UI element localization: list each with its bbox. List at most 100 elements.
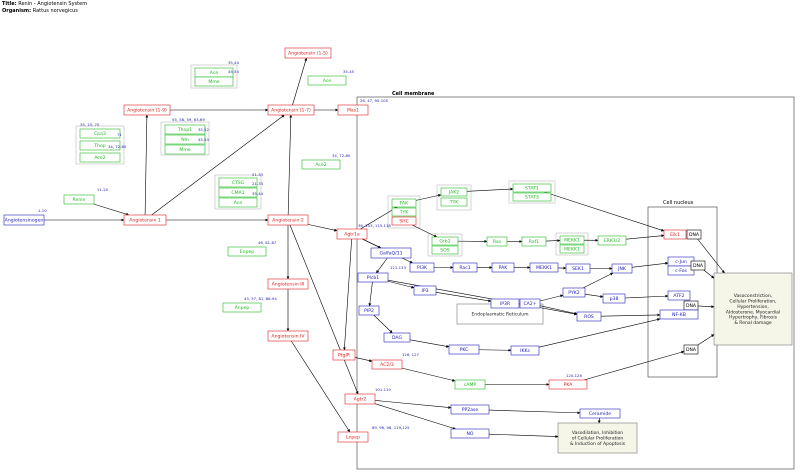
- node-ace_c[interactable]: Ace: [218, 197, 258, 208]
- node-thop1[interactable]: Thop1: [164, 124, 206, 135]
- node-ip3[interactable]: IP3: [413, 285, 437, 296]
- node-gnaq[interactable]: GalfaQ/11: [370, 247, 412, 259]
- node-cma1[interactable]: CMA1: [218, 187, 258, 198]
- node-erk12[interactable]: ERK1/2: [597, 235, 627, 246]
- info-box-text: of Cellular Proliferation: [572, 436, 624, 442]
- node-angiotensinogen[interactable]: Angiotensinogen: [3, 214, 45, 226]
- edge-ca2-ros: [539, 305, 578, 315]
- node-agtr1a[interactable]: Agtr1a: [336, 228, 368, 240]
- node-label: Lnpep: [346, 435, 360, 441]
- node-ptgir[interactable]: PtgIR: [332, 349, 356, 361]
- node-ang2[interactable]: Angiotensin 2: [267, 214, 309, 226]
- node-box: [490, 298, 520, 309]
- node-box: [79, 140, 121, 151]
- node-dna4[interactable]: DNA: [683, 344, 699, 355]
- edge-ang2-agtr1a: [307, 224, 338, 232]
- node-rac1[interactable]: Rac1: [452, 262, 478, 273]
- node-cjun[interactable]: c-Jun: [667, 256, 695, 267]
- node-raf1[interactable]: Raf1: [521, 236, 547, 247]
- node-jak2[interactable]: JAK2: [440, 187, 468, 197]
- node-pkc[interactable]: PKC: [448, 344, 480, 355]
- node-label: Renin: [73, 197, 86, 203]
- node-mme_b[interactable]: Mme: [164, 144, 206, 155]
- node-anpep[interactable]: Anpep: [222, 302, 262, 313]
- node-ang19[interactable]: Angiotensin (1-9): [123, 104, 171, 116]
- node-box: [450, 404, 490, 415]
- node-label: PAK: [499, 265, 509, 271]
- node-pak[interactable]: PAK: [491, 262, 515, 273]
- node-label: CMA1: [231, 190, 244, 196]
- node-stat3[interactable]: STAT3: [512, 192, 552, 202]
- node-label: Plcb1: [367, 275, 379, 281]
- node-plcb1[interactable]: Plcb1: [357, 272, 389, 283]
- reference-note: 55, 58, 59, 63-69: [172, 117, 205, 122]
- node-cfos[interactable]: c-Fos: [667, 265, 695, 276]
- node-pi3k[interactable]: PI3K: [409, 262, 435, 273]
- node-mekk1[interactable]: MEKK1: [529, 262, 559, 273]
- node-label: Angiotensin 1: [129, 218, 161, 224]
- node-enpep[interactable]: Enpep: [227, 246, 267, 257]
- node-mme_a[interactable]: Mme: [194, 76, 234, 87]
- node-pka[interactable]: PKA: [548, 379, 588, 390]
- node-box: [529, 262, 559, 273]
- node-ctsg[interactable]: CTSG: [218, 177, 258, 188]
- node-lnpep[interactable]: Lnpep: [337, 431, 369, 443]
- node-label: Anpep: [235, 305, 250, 311]
- node-ca2[interactable]: CA2+: [519, 298, 541, 309]
- node-pip2[interactable]: PIP2: [358, 305, 380, 316]
- node-ros[interactable]: ROS: [576, 311, 602, 322]
- node-sos[interactable]: SOS: [431, 245, 459, 255]
- node-label: Elk1: [670, 232, 680, 238]
- node-atf2[interactable]: ATF2: [667, 290, 691, 301]
- title-line: Title: Renin - Angiotensin System: [2, 1, 87, 7]
- node-ip3r[interactable]: IP3R: [490, 298, 520, 309]
- node-ace_b[interactable]: Ace: [307, 75, 347, 86]
- edge-pp2a-ceramide: [488, 409, 581, 415]
- node-grb2[interactable]: Grb2: [431, 236, 459, 246]
- node-ras[interactable]: Ras: [486, 236, 508, 247]
- node-stat1[interactable]: STAT1: [512, 183, 552, 193]
- node-sek1[interactable]: SEK1: [565, 263, 591, 274]
- node-cpa3[interactable]: Cpa3: [79, 128, 121, 139]
- node-fak[interactable]: FAK: [391, 198, 417, 208]
- node-ang1[interactable]: Angiotensin 1: [123, 214, 167, 226]
- node-ac23[interactable]: AC2/3: [371, 359, 403, 370]
- node-pyk2[interactable]: PYK2: [562, 287, 586, 298]
- node-thop[interactable]: Thop: [79, 140, 121, 151]
- node-box: [597, 235, 627, 246]
- node-tyk[interactable]: TYK: [391, 207, 417, 217]
- node-elk1[interactable]: Elk1: [663, 229, 687, 240]
- node-mek12[interactable]: MEKK1: [559, 235, 585, 245]
- edge-ang1-ang19: [144, 114, 149, 216]
- node-ace2_a[interactable]: Ace2: [79, 152, 121, 163]
- node-label: p38: [610, 296, 619, 302]
- node-p38[interactable]: p38: [602, 293, 626, 304]
- node-dna3[interactable]: DNA: [683, 300, 699, 311]
- node-box: [336, 228, 368, 240]
- node-ace2_b[interactable]: Ace2: [301, 159, 341, 170]
- node-pp2a[interactable]: PP2ase: [450, 404, 490, 415]
- node-label: Agtr2: [354, 397, 367, 403]
- node-ren[interactable]: Renin: [63, 194, 95, 205]
- node-camp[interactable]: cAMP: [454, 379, 486, 390]
- node-nln[interactable]: Nln: [164, 134, 206, 145]
- node-dag[interactable]: DAG: [383, 332, 411, 343]
- node-agtr2[interactable]: Agtr2: [344, 393, 376, 405]
- info-box-out2: [557, 422, 638, 454]
- node-ikks[interactable]: IKKs: [510, 345, 540, 356]
- node-ang15[interactable]: Angiotensin (1-5): [284, 47, 332, 59]
- node-ang4[interactable]: Angiotensin IV: [267, 330, 309, 342]
- node-dna2[interactable]: DNA: [690, 260, 706, 271]
- node-tyk2[interactable]: TYK: [440, 197, 468, 207]
- node-mek12b[interactable]: MEKK1: [559, 244, 585, 254]
- edge-ikks-nfkb: [538, 318, 661, 348]
- node-nfkb[interactable]: NF-KB: [659, 309, 699, 320]
- node-dna1[interactable]: DNA: [686, 229, 702, 240]
- node-ceramide[interactable]: Ceramide: [579, 408, 621, 419]
- node-shc[interactable]: SHC: [391, 216, 417, 226]
- node-ang17[interactable]: Angiotensin (1-7): [267, 104, 315, 116]
- node-ang3[interactable]: Angiotensin III: [267, 278, 309, 290]
- node-mas1[interactable]: Mas1: [337, 104, 369, 116]
- node-no[interactable]: NO: [450, 428, 490, 439]
- node-jnk[interactable]: JNK: [611, 263, 633, 274]
